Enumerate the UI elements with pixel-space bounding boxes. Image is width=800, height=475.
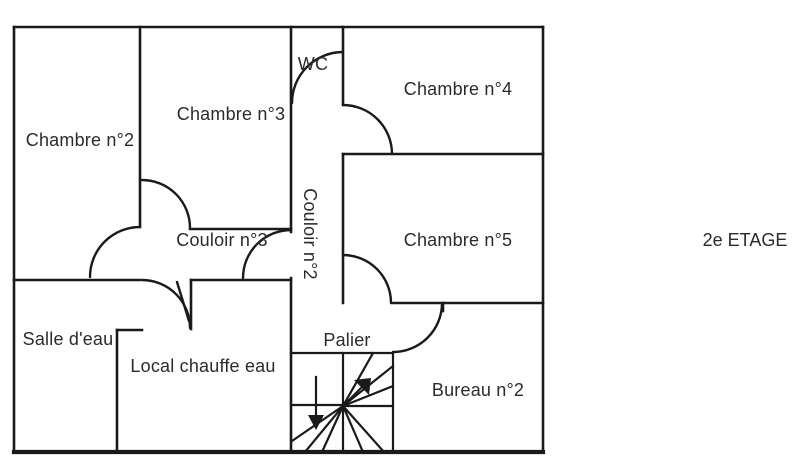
- stair-winder-3: [320, 404, 345, 454]
- room-label-palier: Palier: [323, 330, 371, 350]
- stair-winder-4: [341, 404, 365, 454]
- stairs-up-arrow-shaft: [341, 385, 364, 408]
- stair-winder-2: [303, 404, 345, 454]
- stairs-down-arrow-icon: [308, 415, 324, 430]
- door-arc-chambre3: [140, 178, 192, 230]
- room-label-chambre2: Chambre n°2: [25, 130, 135, 150]
- room-label-salle-deau: Salle d'eau: [22, 329, 114, 349]
- staircase: [289, 351, 395, 454]
- stair-winder-8: [341, 384, 395, 408]
- room-label-chambre3: Chambre n°3: [176, 104, 286, 124]
- stairs-up-arrow-icon: [354, 378, 371, 395]
- door-arc-chambre4: [341, 103, 394, 156]
- door-arc-wc: [290, 50, 345, 105]
- room-label-chambre4: Chambre n°4: [403, 79, 513, 99]
- stair-winder-5: [341, 404, 386, 454]
- stair-winder-6: [341, 351, 375, 408]
- door-arc-couloir2-south: [241, 228, 293, 280]
- room-label-bureau2: Bureau n°2: [431, 380, 525, 400]
- walls-group: [11, 25, 546, 455]
- door-arc-bureau2: [391, 302, 444, 354]
- door-arcs-group: [88, 50, 444, 354]
- room-label-wc: WC: [297, 54, 329, 74]
- room-label-couloir2: Couloir n°2: [300, 188, 320, 280]
- room-label-couloir3: Couloir n°3: [176, 230, 268, 250]
- door-leaf-salledeau: [175, 280, 191, 323]
- room-label-local-chauffe-eau: Local chauffe eau: [130, 356, 276, 376]
- room-label-chambre5: Chambre n°5: [403, 230, 513, 250]
- door-arc-chambre5: [341, 253, 393, 305]
- floor-title: 2e ETAGE: [702, 230, 788, 250]
- door-arc-chambre2: [88, 225, 142, 279]
